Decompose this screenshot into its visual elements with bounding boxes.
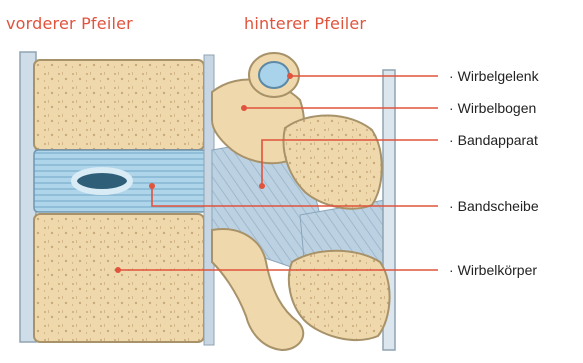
callout-bandscheibe: ·Bandscheibe <box>449 198 539 214</box>
callout-label: Wirbelkörper <box>458 262 537 278</box>
header-anterior-column: vorderer Pfeiler <box>6 14 133 33</box>
spinous-process-lower <box>289 251 390 340</box>
callout-wirbelbogen: ·Wirbelbogen <box>449 100 536 116</box>
leader-dot-wirbelkoerper <box>115 267 121 273</box>
callout-label: Bandapparat <box>458 132 538 148</box>
callout-wirbelkoerper: ·Wirbelkörper <box>449 262 537 278</box>
nucleus-pulposus <box>74 170 130 192</box>
upper-vertebral-body <box>34 60 204 150</box>
callout-label: Wirbelbogen <box>458 100 537 116</box>
lower-vertebral-body <box>34 214 204 342</box>
callout-wirbelgelenk: ·Wirbelgelenk <box>449 68 539 84</box>
header-posterior-column: hinterer Pfeiler <box>244 14 366 33</box>
leader-dot-bandscheibe <box>149 183 155 189</box>
leader-dot-bandapparat <box>259 183 265 189</box>
callout-label: Wirbelgelenk <box>458 68 539 84</box>
leader-dot-wirbelgelenk <box>287 73 293 79</box>
leader-dot-wirbelbogen <box>241 105 247 111</box>
facet-joint-cartilage <box>259 62 289 88</box>
callout-bandapparat: ·Bandapparat <box>449 132 538 148</box>
callout-label: Bandscheibe <box>458 198 539 214</box>
